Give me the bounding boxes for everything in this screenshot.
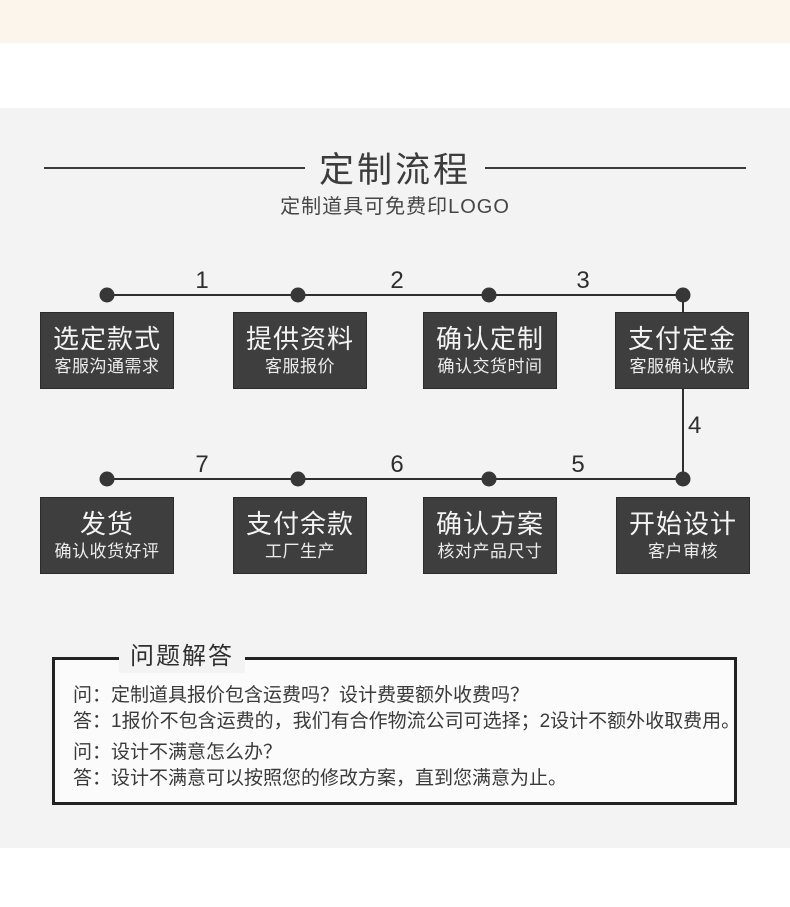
page-subtitle: 定制道具可免费印LOGO [280,196,510,218]
step-title: 支付定金 [627,324,736,354]
step-box-select-style: 选定款式 客服沟通需求 [40,312,174,389]
step-title: 提供资料 [245,324,354,354]
qa-panel [52,657,737,805]
qa-question: 问：设计不满意怎么办？ [73,742,283,763]
connector-dot [99,471,115,487]
qa-question: 问：定制道具报价包含运费吗？设计费要额外收费吗？ [73,685,530,706]
step-subtitle: 核对产品尺寸 [437,542,543,561]
step-box-pay-deposit: 支付定金 客服确认收款 [615,312,749,389]
connector-number-7: 7 [195,451,209,478]
connector-number-4: 4 [688,412,702,439]
step-box-ship-goods: 发货 确认收货好评 [40,497,174,574]
connector-number-5: 5 [571,451,585,478]
qa-heading: 问题解答 [119,641,245,673]
step-title: 发货 [79,509,134,539]
connector-dot [99,287,115,303]
connector-number-6: 6 [390,451,404,478]
flow-line-row2 [107,478,683,480]
connector-number-1: 1 [195,267,209,294]
step-subtitle: 确认交货时间 [437,357,543,376]
title-line-right [485,166,746,169]
step-title: 确认定制 [435,324,544,354]
page-title: 定制流程 [318,151,471,190]
top-cream-band [0,0,790,43]
title-line-left [43,166,305,169]
connector-dot [290,471,306,487]
connector-dot [290,287,306,303]
step-box-provide-info: 提供资料 客服报价 [233,312,367,389]
step-title: 开始设计 [628,509,737,539]
connector-dot [481,471,497,487]
flow-line-row1 [107,294,683,296]
step-box-start-design: 开始设计 客户审核 [616,497,750,574]
step-subtitle: 确认收货好评 [54,542,160,561]
qa-answer: 答：1报价不包含运费的，我们有合作物流公司可选择；2设计不额外收取费用。 [73,711,741,732]
connector-dot [675,287,691,303]
connector-dot [481,287,497,303]
qa-answer: 答：设计不满意可以按照您的修改方案，直到您满意为止。 [73,768,568,789]
connector-number-2: 2 [390,267,404,294]
qa-item-2: 问：设计不满意怎么办？ 答：设计不满意可以按照您的修改方案，直到您满意为止。 [73,740,567,792]
step-subtitle: 工厂生产 [265,542,335,561]
step-subtitle: 客服确认收款 [629,357,735,376]
step-title: 选定款式 [52,324,161,354]
step-box-confirm-plan: 确认方案 核对产品尺寸 [423,497,557,574]
connector-dot [675,471,691,487]
step-subtitle: 客服沟通需求 [54,357,160,376]
step-box-confirm-custom: 确认定制 确认交货时间 [423,312,557,389]
step-box-pay-balance: 支付余款 工厂生产 [233,497,367,574]
step-subtitle: 客户审核 [648,542,718,561]
section-title-row: 定制流程 [0,142,790,193]
step-title: 支付余款 [245,509,354,539]
step-subtitle: 客服报价 [265,357,335,376]
connector-number-3: 3 [576,267,590,294]
qa-item-1: 问：定制道具报价包含运费吗？设计费要额外收费吗？ 答：1报价不包含运费的，我们有… [73,683,740,735]
step-title: 确认方案 [435,509,544,539]
